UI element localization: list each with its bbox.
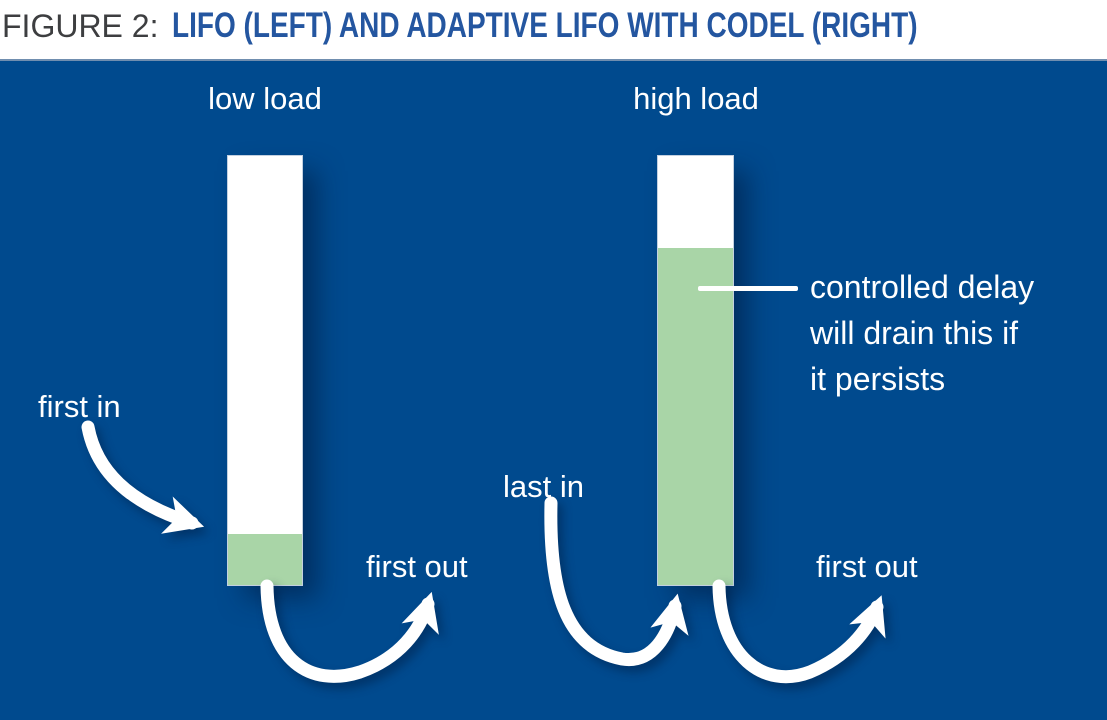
diagram-panel: low load high load first in first out la… — [0, 59, 1107, 720]
low-load-label: low load — [208, 81, 322, 116]
queue-occupancy-low — [228, 534, 302, 585]
high-load-label: high load — [633, 81, 759, 116]
adaptive-lifo-queue-bar — [657, 155, 734, 586]
callout-leader-line — [698, 286, 798, 291]
callout-line-3: it persists — [810, 361, 946, 397]
queue-occupancy-high — [658, 248, 733, 585]
first-out-label-right: first out — [816, 549, 918, 584]
lifo-queue-bar — [227, 155, 303, 586]
first-out-label-left: first out — [366, 549, 468, 584]
last-in-label: last in — [503, 469, 584, 504]
callout-line-1: controlled delay — [810, 269, 1035, 305]
first-in-label: first in — [38, 389, 121, 424]
figure-caption: FIGURE 2: LIFO (LEFT) AND ADAPTIVE LIFO … — [2, 6, 1104, 46]
codel-callout-text: controlled delay will drain this if it p… — [810, 264, 1034, 402]
callout-line-2: will drain this if — [810, 315, 1019, 351]
figure-title: LIFO (LEFT) AND ADAPTIVE LIFO WITH CODEL… — [172, 6, 919, 45]
figure-label: FIGURE 2: — [2, 8, 159, 44]
